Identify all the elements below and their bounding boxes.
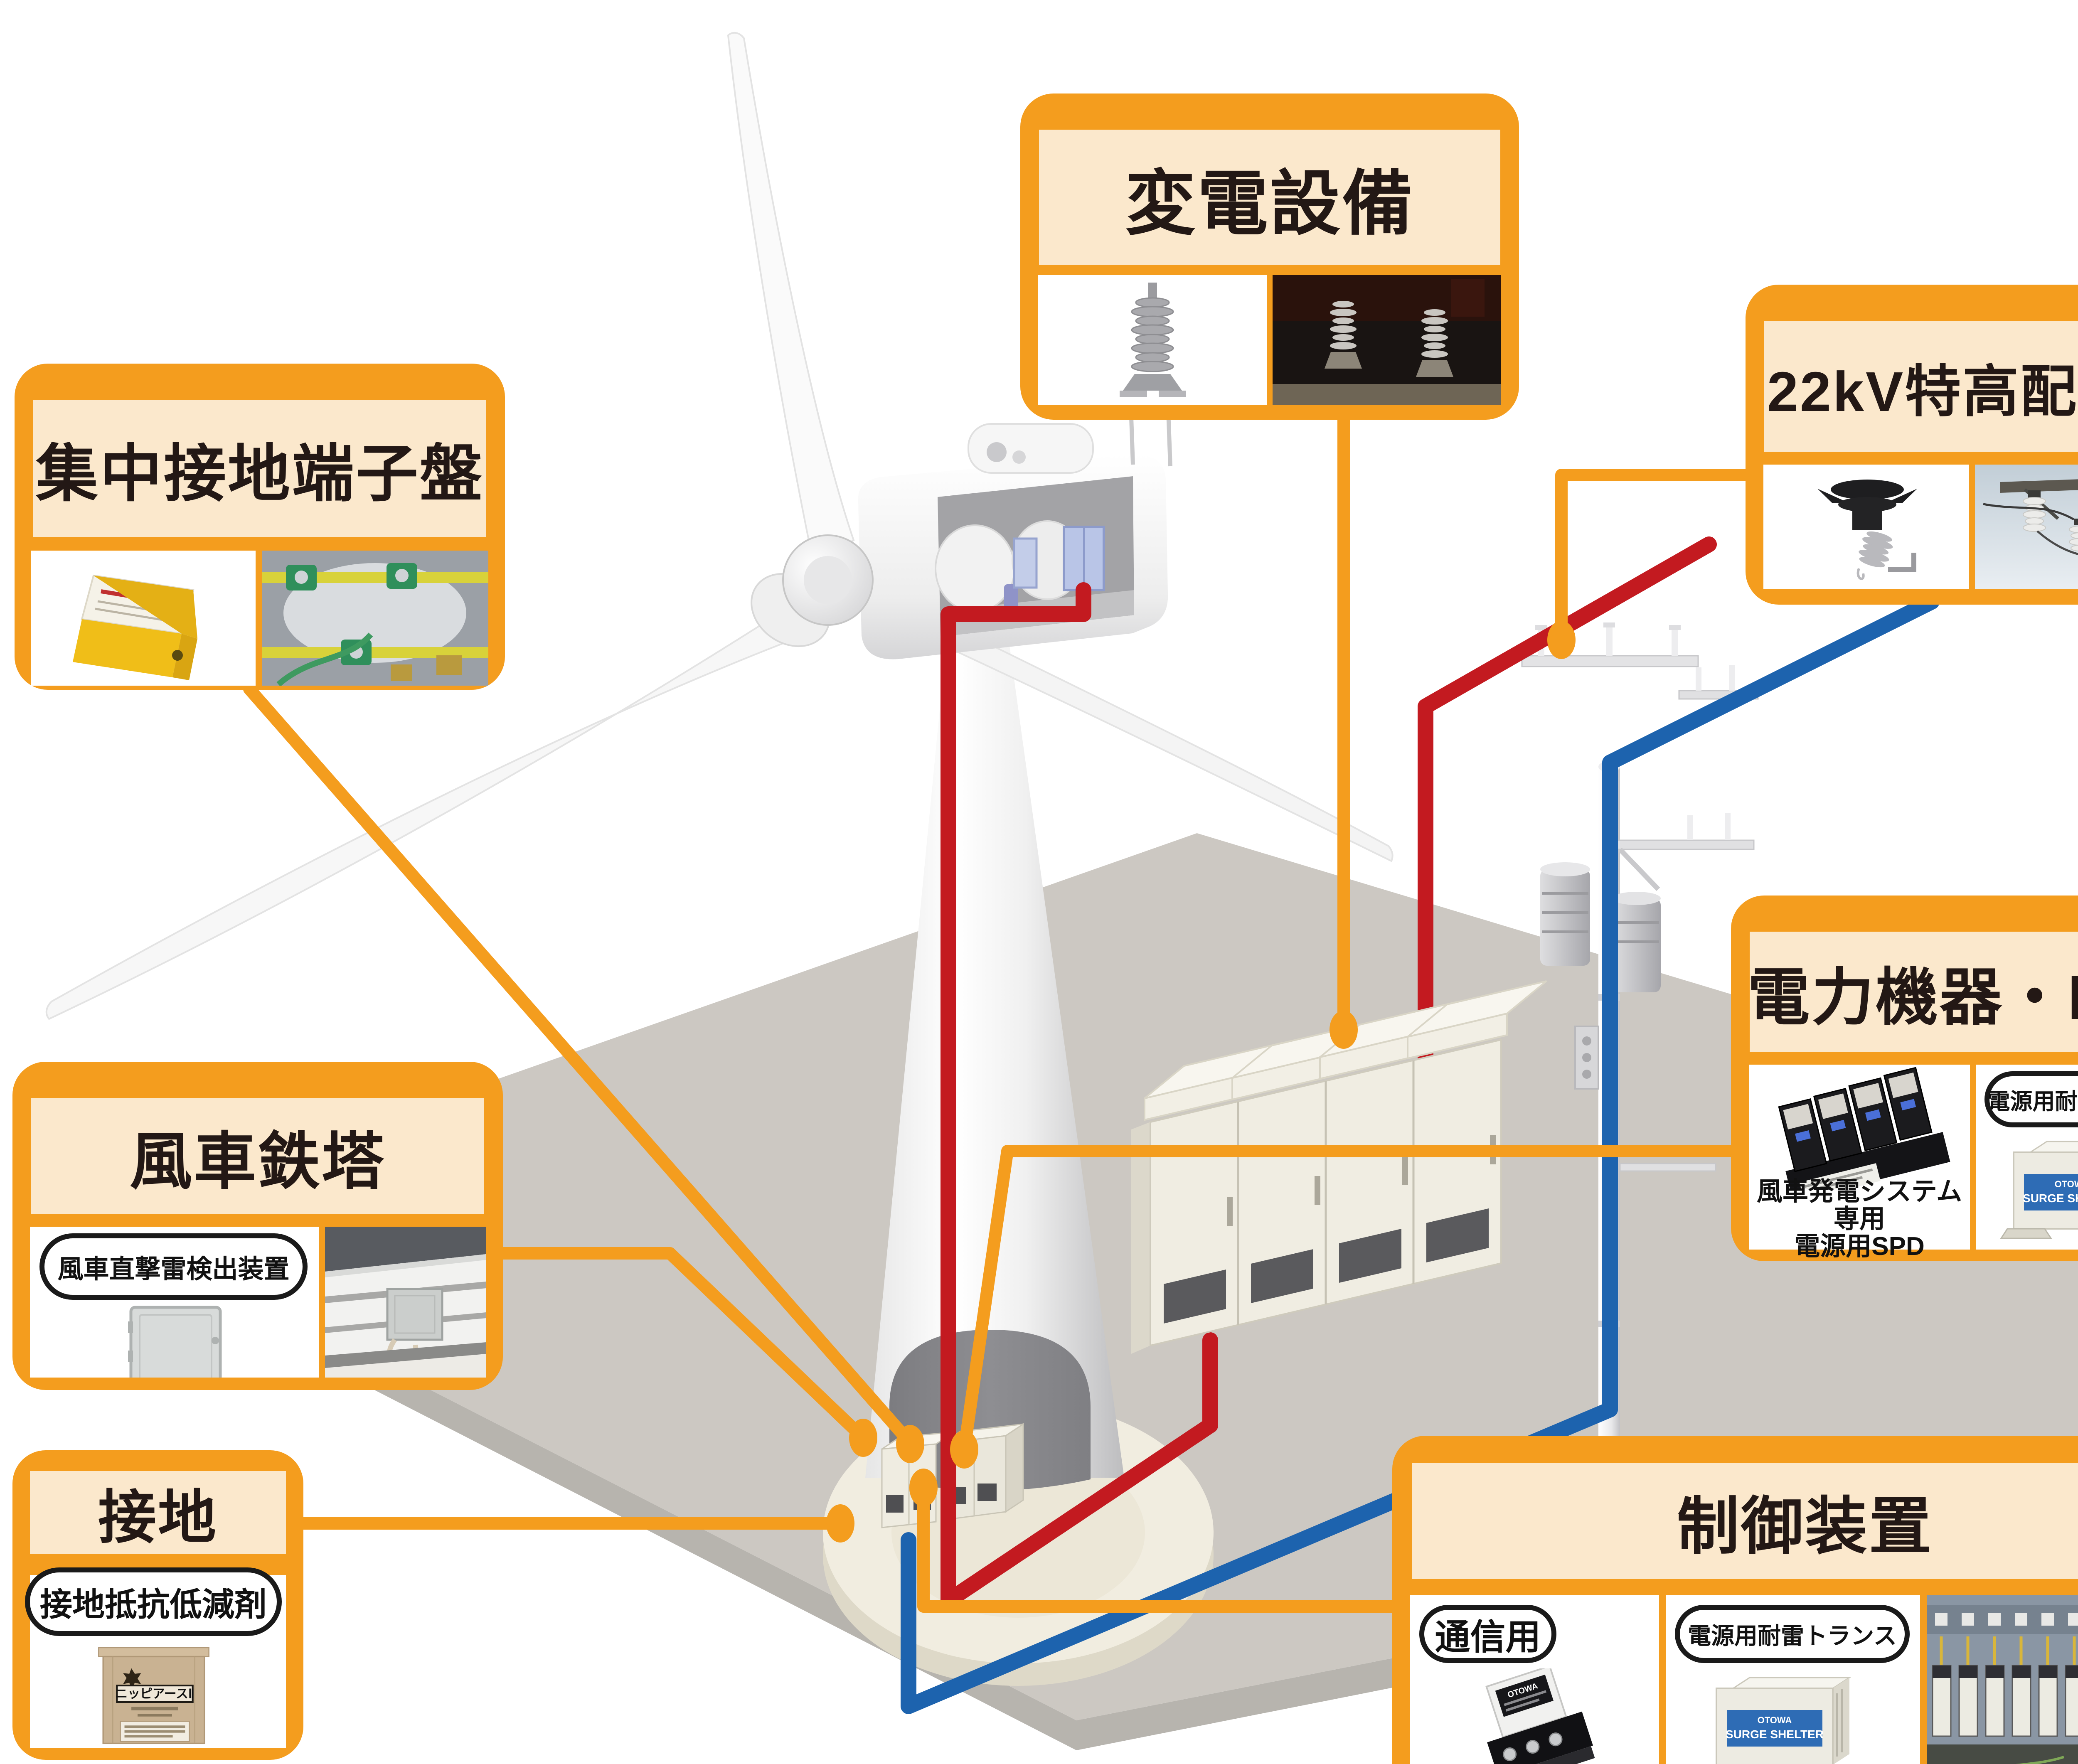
power-line-blue xyxy=(901,594,1940,1714)
surge-trans-pill-pcs: 電源用耐雷トランス xyxy=(1984,1071,2078,1127)
leader-turbine-tower xyxy=(496,1247,869,1444)
leader-grounding-terminal xyxy=(243,683,916,1449)
photo-surge-shelter-ctrl: OTOWA SURGE SHELTER xyxy=(1687,1667,1895,1764)
photo-spd-rack xyxy=(1927,1595,2078,1764)
photo-surge-shelter-pcs: OTOWA SURGE SHELTER xyxy=(1984,1132,2078,1249)
photo-pole-arresters xyxy=(1975,465,2078,589)
leader-controller xyxy=(917,1481,1399,1613)
rotor-blades xyxy=(45,32,1394,1020)
controller-title: 制御装置 xyxy=(1412,1463,2078,1579)
comm-pill: 通信用 xyxy=(1419,1605,1556,1663)
rotor-blade-up xyxy=(727,32,855,551)
substation-title: 変電設備 xyxy=(1039,130,1500,265)
photo-wind-spd xyxy=(1749,1065,1970,1189)
rotor-hub xyxy=(751,534,874,647)
pole-transformer xyxy=(1540,862,1661,992)
turbine-tower-title: 風車鉄塔 xyxy=(31,1098,484,1214)
tower-base-cutaway xyxy=(889,1330,1091,1491)
leader-power-pcs xyxy=(958,1145,1738,1456)
power-line-red-pole xyxy=(1418,536,1717,1065)
leader-22kv xyxy=(1555,469,1753,646)
rotor-blade-left xyxy=(45,602,812,1020)
photo-detector-enclosure xyxy=(62,1305,287,1378)
turbine-tower-mast xyxy=(865,534,1124,1478)
svg-text:OTOWA: OTOWA xyxy=(2055,1179,2078,1189)
photo-line-arrester-black xyxy=(1763,465,1969,589)
power-pcs-title: 電力機器・PCS xyxy=(1748,932,2078,1052)
grounding-terminal-title: 集中接地端子盤 xyxy=(33,400,486,537)
photo-grounding-busbar xyxy=(262,551,488,686)
grounding-title: 接地 xyxy=(30,1471,286,1554)
22kv-title: 22kV特高配電線 xyxy=(1764,321,2078,452)
photo-spd-yellow xyxy=(31,551,256,686)
svg-text:ニッピアースⅡ: ニッピアースⅡ xyxy=(115,1687,194,1701)
photo-arrester-gray xyxy=(1038,275,1267,405)
photo-tower-interior xyxy=(325,1227,486,1378)
svg-text:OTOWA: OTOWA xyxy=(1758,1715,1792,1725)
photo-comm-arrester: OTOWA xyxy=(1413,1668,1656,1764)
lightning-detector-pill: 風車直撃雷検出装置 xyxy=(39,1233,308,1300)
power-line-red-tower xyxy=(941,582,1218,1609)
photo-substation-night xyxy=(1273,275,1501,405)
svg-text:SURGE SHELTER: SURGE SHELTER xyxy=(1726,1728,1824,1741)
pcs-cabinet xyxy=(1131,980,1547,1354)
surge-trans-pill-ctrl: 電源用耐雷トランス xyxy=(1675,1605,1910,1663)
resistance-reducer-pill: 接地抵抗低減剤 xyxy=(25,1567,282,1636)
photo-earth-bag: ニッピアースⅡ xyxy=(64,1641,243,1748)
leader-lines xyxy=(243,413,1753,1613)
pole-crossarm-mid xyxy=(1616,839,1755,850)
svg-text:SURGE SHELTER: SURGE SHELTER xyxy=(2023,1192,2078,1205)
nacelle-cabinet-small xyxy=(1013,537,1038,589)
wind-spd-caption: 風車発電システム専用 電源用SPD xyxy=(1756,1177,1962,1261)
connector-dots xyxy=(826,621,1576,1543)
pole-crossarm-top xyxy=(1521,655,1699,667)
